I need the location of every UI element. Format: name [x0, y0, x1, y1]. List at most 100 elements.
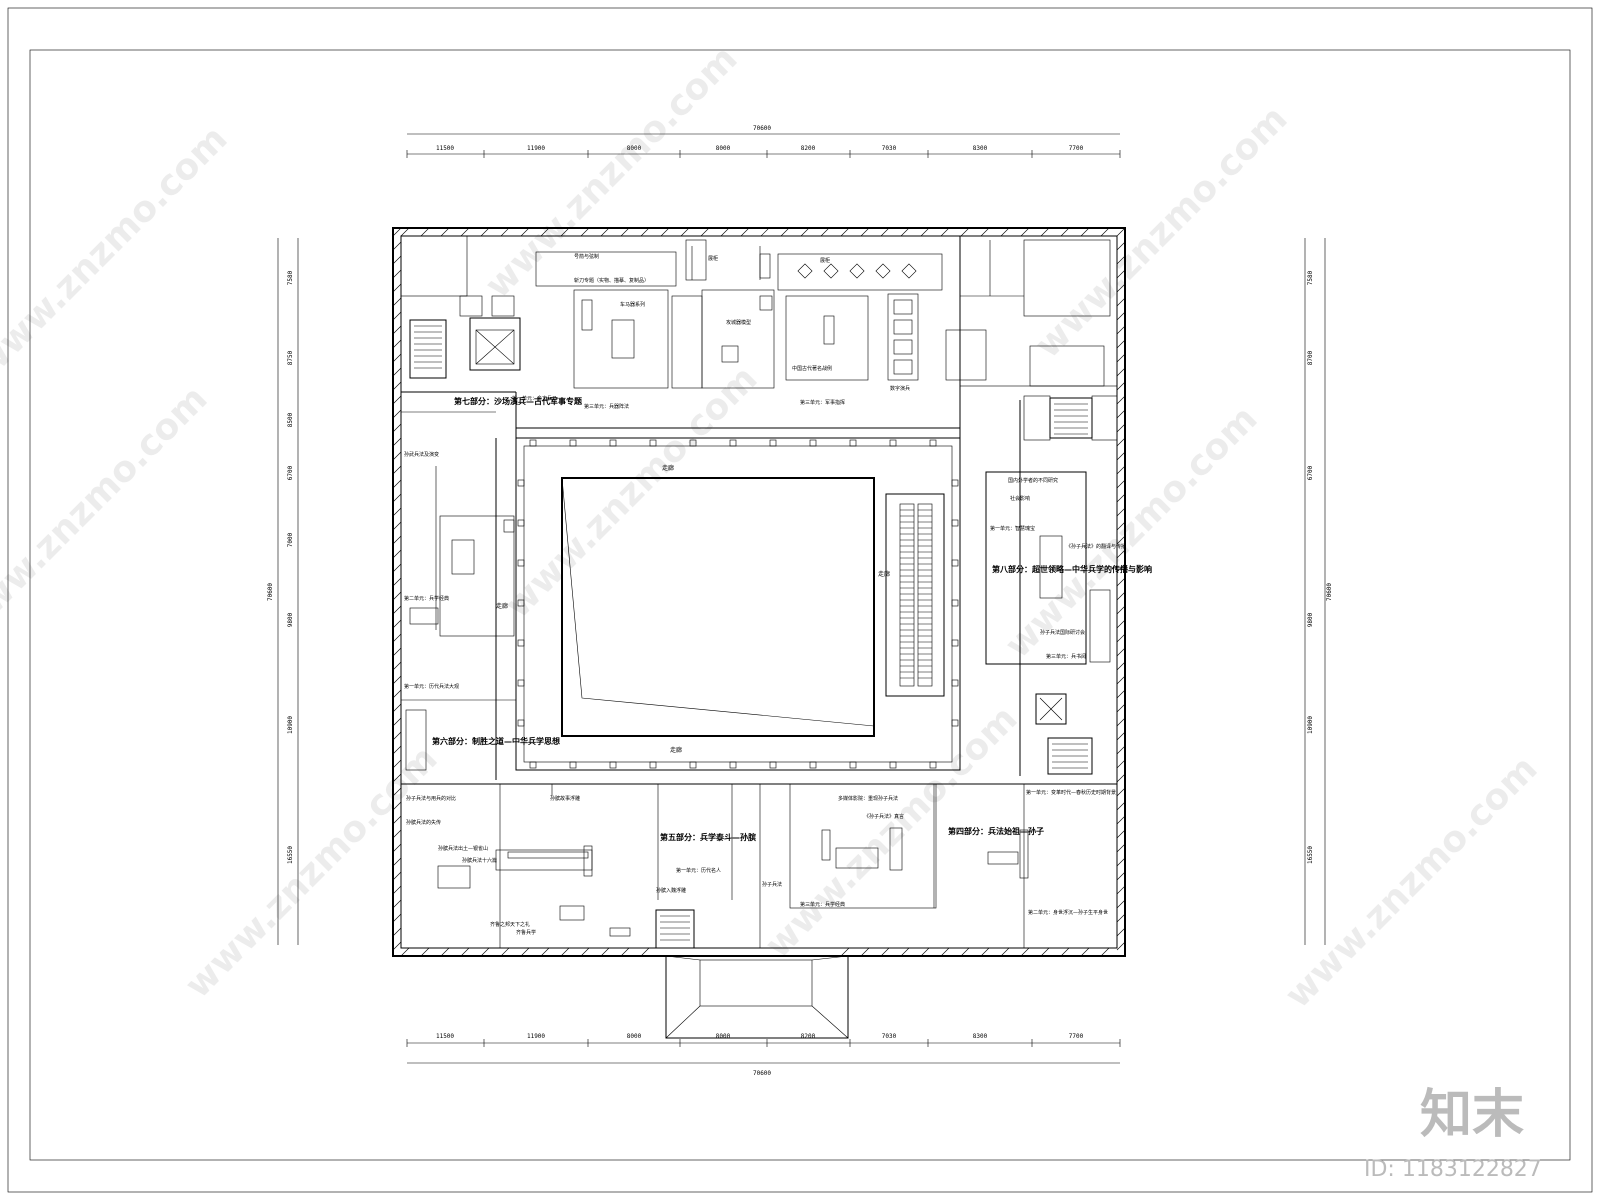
label: 孙膑入魏浮雕	[656, 887, 686, 894]
watermark-text: www.znzmo.com	[997, 398, 1265, 666]
label: 第一单元：金文兵马	[512, 395, 557, 402]
wall-hatching	[392, 227, 1126, 957]
dim-overall-top: 70600	[753, 125, 771, 132]
label: 斩刀专题（实物、描摹、复制品）	[574, 277, 649, 284]
dim-seg: 8200	[801, 1033, 816, 1040]
corridor-label: 走廊	[670, 746, 682, 754]
label: 孙子兵法与用兵的对比	[406, 795, 456, 802]
label: 攻城器模型	[726, 319, 751, 326]
label: 第二单元：身世浮沉—孙子生平身世	[1028, 909, 1108, 916]
watermark-text: www.znzmo.com	[1027, 98, 1295, 366]
dim-seg: 11900	[527, 145, 545, 152]
label: 第三单元：军事指挥	[800, 399, 845, 406]
dim-side: 10900	[1307, 716, 1314, 734]
entrance-porch	[665, 955, 849, 1039]
watermark-text: www.znzmo.com	[477, 38, 745, 306]
label: 多媒体影院：重现孙子兵法	[838, 795, 898, 802]
watermark-text: www.znzmo.com	[0, 378, 215, 646]
dim-side: 8750	[287, 350, 294, 365]
dim-seg: 8300	[973, 1033, 988, 1040]
section-part8: 第八部分：超世领略—中华兵学的传播与影响	[992, 564, 1152, 574]
top-right-wing	[945, 235, 1118, 441]
bottom-wing	[401, 783, 1117, 949]
dim-seg: 8200	[801, 145, 816, 152]
dim-side: 16550	[287, 846, 294, 864]
label: 车马器系列	[620, 301, 645, 308]
display-diamonds	[797, 263, 917, 279]
dim-seg: 7030	[882, 145, 897, 152]
label: 孙膑兵法十六篇	[462, 857, 497, 864]
dim-seg: 8000	[716, 145, 731, 152]
label: 展柜	[708, 255, 718, 262]
corridor-label: 走廊	[878, 570, 890, 578]
dim-overall-bottom: 70600	[753, 1070, 771, 1077]
dim-seg: 11500	[436, 145, 454, 152]
section-titles: 第七部分：沙场演兵—古代军事专题 第六部分：制胜之道—中华兵学思想 第五部分：兵…	[432, 396, 1152, 842]
atrium-void	[561, 477, 875, 737]
dim-side: 7000	[287, 532, 294, 547]
label: 《孙子兵法》的翻译与传播	[1066, 543, 1126, 550]
dim-seg: 8300	[973, 145, 988, 152]
dim-seg: 8000	[627, 1033, 642, 1040]
dim-side: 6700	[287, 465, 294, 480]
label: 数字演兵	[890, 385, 910, 392]
section-part4: 第四部分：兵法始祖—孙子	[948, 826, 1044, 836]
top-dimensions: 70600 11500 11900 8000 8000 8200 7030 83…	[406, 125, 1121, 158]
label: 孙膑兵法的失传	[406, 819, 441, 826]
inner-frame	[29, 49, 1571, 1161]
columns	[517, 439, 959, 769]
watermark-layer: www.znzmo.com www.znzmo.com www.znzmo.co…	[0, 38, 1545, 1016]
right-dimensions: 70600 7580 8700 6700 9800 10900 16550	[1304, 238, 1333, 945]
brand-logo: 知末 ID: 1183122827	[1364, 1085, 1542, 1182]
stair-bottom	[655, 909, 695, 949]
dim-seg: 7700	[1069, 1033, 1084, 1040]
stair-topleft	[409, 319, 447, 379]
right-wing	[985, 400, 1111, 776]
dim-side: 6700	[1307, 465, 1314, 480]
dim-seg: 7700	[1069, 145, 1084, 152]
elevator-right	[1035, 693, 1067, 725]
top-wing	[400, 235, 961, 438]
courtyard: 走廊 走廊 走廊 走廊	[496, 437, 961, 771]
dim-seg: 8000	[627, 145, 642, 152]
label: 第一单元：历代名人	[676, 867, 721, 874]
watermark-text: www.znzmo.com	[1277, 748, 1545, 1016]
stair-right	[1047, 737, 1093, 775]
corridor-label: 走廊	[662, 464, 674, 472]
label: 孙子兵法国际研讨会	[1040, 629, 1085, 636]
dim-seg: 11900	[527, 1033, 545, 1040]
dim-side: 8500	[287, 412, 294, 427]
label: 孙膑兵法出土—银雀山	[438, 845, 488, 852]
escalator	[885, 493, 945, 697]
section-part7: 第七部分：沙场演兵—古代军事专题	[454, 396, 583, 406]
dim-seg: 8000	[716, 1033, 731, 1040]
corridor-label: 走廊	[496, 602, 508, 610]
dim-side: 7580	[1307, 270, 1314, 285]
brand-logo-text: 知末	[1420, 1085, 1524, 1145]
label: 《孙子兵法》真言	[864, 813, 904, 820]
dim-side: 9800	[287, 612, 294, 627]
label: 第三单元：兵器阵法	[584, 403, 629, 410]
label: 国内外学者的不同研究	[1008, 477, 1058, 484]
dim-side-total: 70600	[1326, 583, 1333, 601]
dim-side: 7580	[287, 270, 294, 285]
label: 第二单元：兵学经典	[404, 595, 449, 602]
bottom-dimensions: 70600 11500 11900 8000 8000 8200 7030 83…	[406, 1033, 1121, 1077]
elevator-topleft	[469, 317, 521, 371]
dim-side: 10900	[287, 716, 294, 734]
bottom-segment-ticks	[406, 1039, 1121, 1047]
label: 号箭与弦制	[574, 253, 599, 260]
outer-frame	[7, 7, 1593, 1193]
label: 第三单元：兵书阅	[1046, 653, 1086, 660]
label: 第一单元：历代兵法大观	[404, 683, 459, 690]
label: 孙膑故事浮雕	[550, 795, 580, 802]
label: 第一单元：变革时代—春秋历史时期背景	[1026, 789, 1116, 796]
label: 第一单元：智慧瑰宝	[990, 525, 1035, 532]
section-part5: 第五部分：兵学泰斗—孙膑	[660, 832, 756, 842]
watermark-text: www.znzmo.com	[0, 118, 235, 386]
label: 社会影响	[1010, 495, 1030, 502]
dim-side: 9800	[1307, 612, 1314, 627]
top-segment-ticks	[406, 150, 1121, 158]
label: 孙武兵法及演变	[404, 451, 439, 458]
